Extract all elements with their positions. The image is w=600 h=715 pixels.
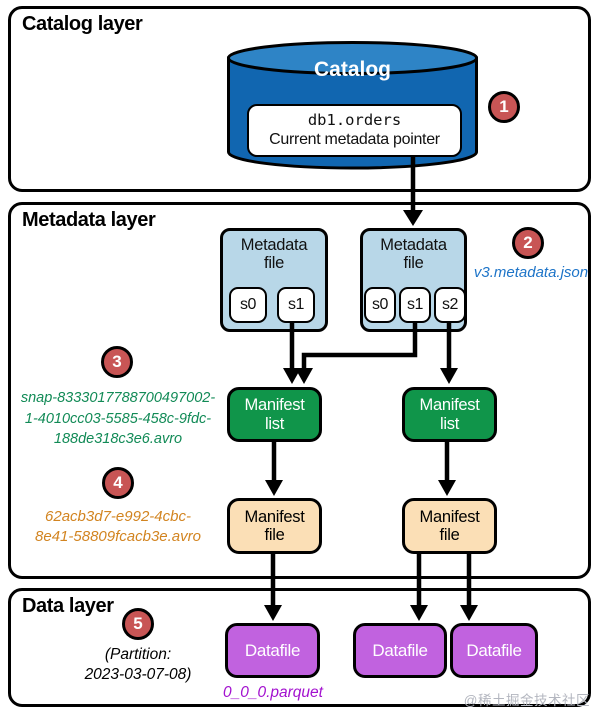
step-badge-3: 3 — [101, 346, 133, 378]
manifest-list-filename: snap-8333017788700497002- 1-4010cc03-558… — [20, 390, 216, 448]
snapshot-chip-s0: s0 — [364, 287, 396, 323]
metadata-file-2-label: Metadata file — [380, 236, 447, 273]
current-metadata-pointer-box: db1.orders Current metadata pointer — [247, 104, 462, 157]
pointer-label: Current metadata pointer — [269, 131, 440, 149]
snapshot-chip-s0: s0 — [229, 287, 267, 323]
datafile-1: Datafile — [225, 623, 320, 678]
manifest-file-2: Manifest file — [402, 498, 497, 554]
step-badge-2: 2 — [512, 227, 544, 259]
table-name: db1.orders — [307, 110, 402, 129]
metadata-layer-title: Metadata layer — [22, 209, 156, 231]
manifest-list-1: Manifest list — [227, 387, 322, 442]
manifest-file-filename: 62acb3d7-e992-4cbc- 8e41-58809fcacb3e.av… — [35, 508, 201, 546]
snapshot-chip-s1: s1 — [399, 287, 431, 323]
watermark: @稀土掘金技术社区 — [463, 693, 590, 708]
datafile-3: Datafile — [450, 623, 538, 678]
partition-note: (Partition: 2023-03-07-08) — [84, 646, 192, 684]
cylinder-top — [227, 41, 478, 75]
datafile-parquet-name: 0_0_0.parquet — [223, 684, 323, 701]
datafile-2: Datafile — [353, 623, 447, 678]
metadata-json-filename: v3.metadata.json — [473, 264, 589, 281]
catalog-label: Catalog — [313, 58, 391, 81]
metadata-file-1-label: Metadata file — [240, 236, 308, 273]
step-badge-5: 5 — [122, 608, 154, 640]
manifest-list-2: Manifest list — [402, 387, 497, 442]
snapshot-chip-s2: s2 — [434, 287, 466, 323]
step-badge-4: 4 — [102, 467, 134, 499]
data-layer-title: Data layer — [22, 595, 114, 617]
catalog-layer-title: Catalog layer — [22, 13, 143, 35]
manifest-file-1: Manifest file — [227, 498, 322, 554]
step-badge-1: 1 — [488, 91, 520, 123]
snapshot-chip-s1: s1 — [277, 287, 315, 323]
